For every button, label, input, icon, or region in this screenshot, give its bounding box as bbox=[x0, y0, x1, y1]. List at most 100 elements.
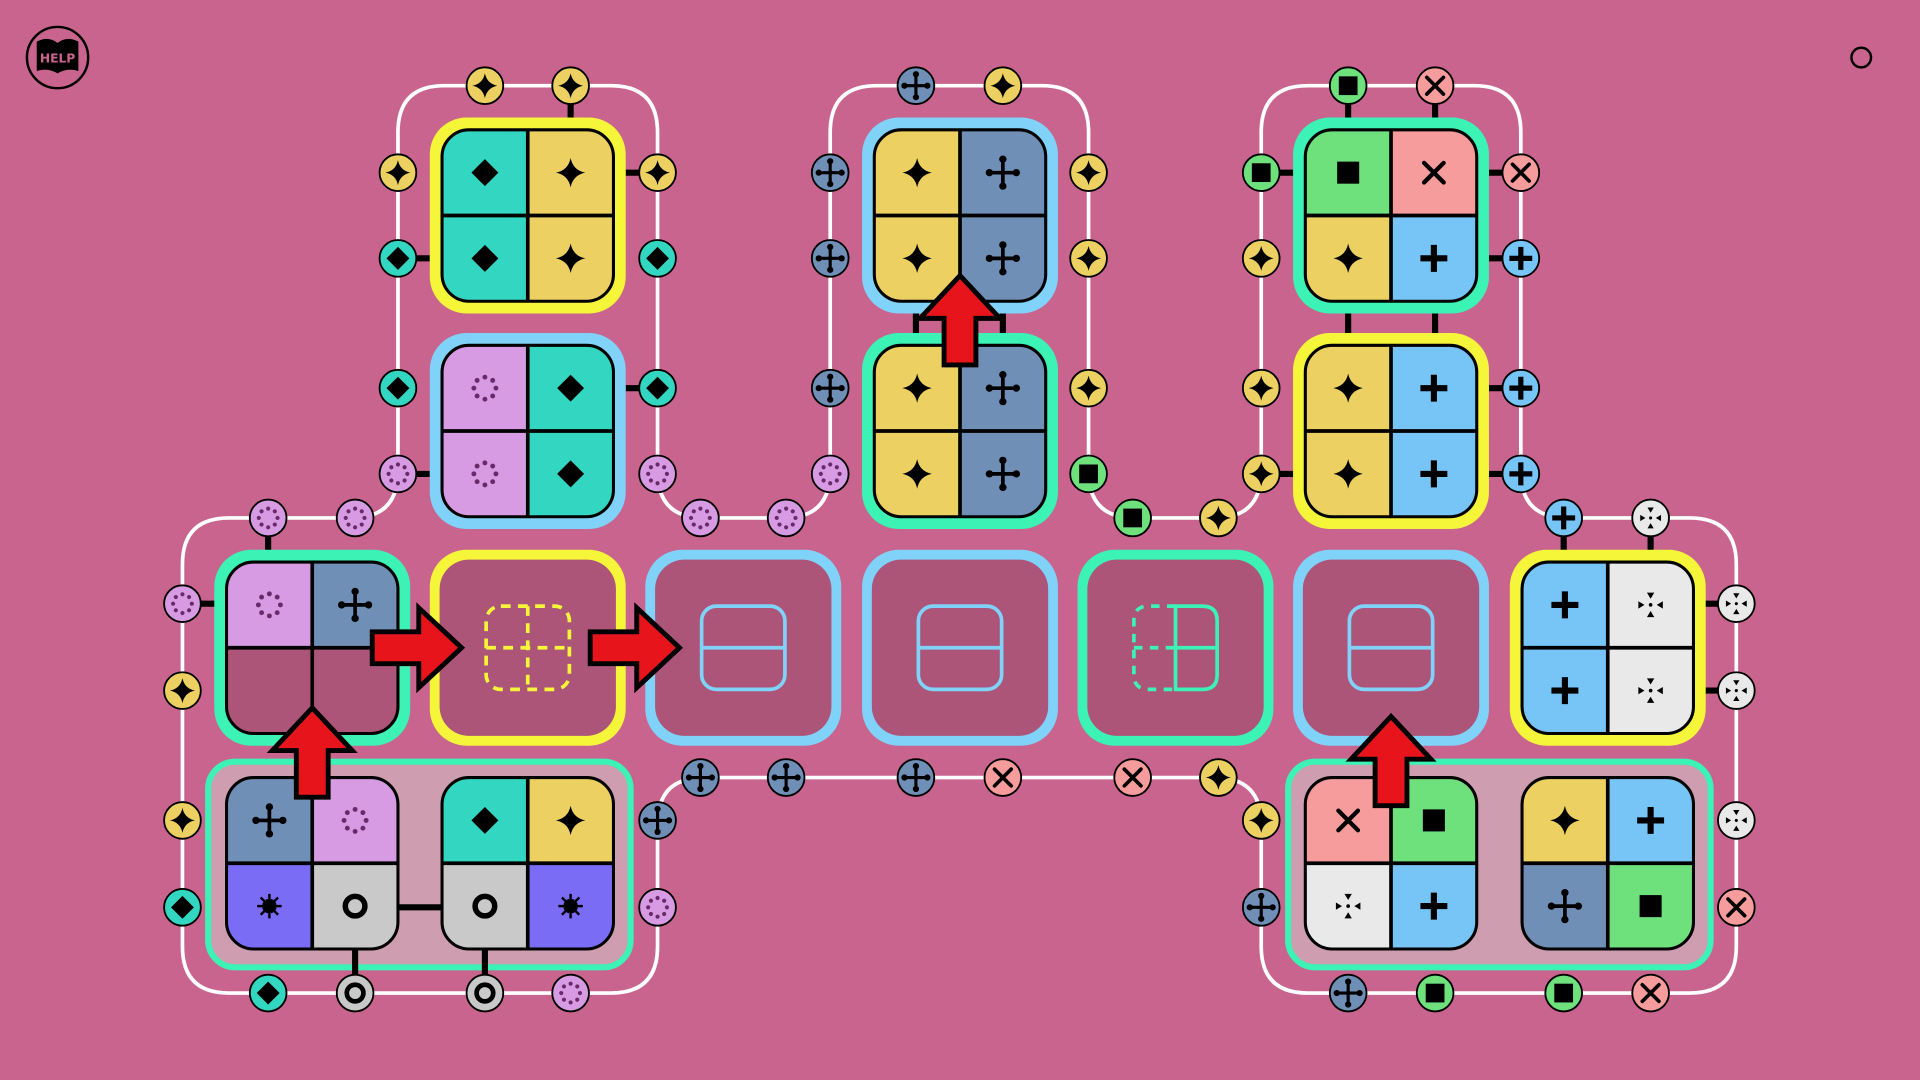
puzzle-piece[interactable] bbox=[1293, 333, 1489, 529]
dotcircle-icon bbox=[471, 374, 499, 402]
puzzle-piece[interactable] bbox=[429, 333, 626, 529]
diamond-icon bbox=[646, 246, 669, 270]
token-diamond[interactable] bbox=[248, 973, 288, 1013]
token-star[interactable] bbox=[1199, 758, 1238, 797]
dots-icon bbox=[1725, 680, 1747, 702]
token-cross[interactable] bbox=[810, 153, 850, 192]
token-plus[interactable] bbox=[1501, 454, 1541, 494]
token-cross[interactable] bbox=[766, 758, 806, 797]
token-square[interactable] bbox=[1544, 973, 1583, 1013]
token-dotcircle[interactable] bbox=[248, 498, 288, 538]
star-icon bbox=[169, 678, 195, 704]
token-dotcircle[interactable] bbox=[638, 888, 677, 927]
token-dots[interactable] bbox=[1631, 498, 1670, 538]
token-dotcircle[interactable] bbox=[163, 584, 202, 623]
puzzle-piece[interactable] bbox=[862, 333, 1058, 529]
token-star[interactable] bbox=[1241, 239, 1281, 278]
x-icon bbox=[1510, 162, 1531, 183]
cross-icon bbox=[1246, 892, 1276, 922]
diamond-icon bbox=[646, 376, 669, 400]
diamond-icon bbox=[557, 460, 585, 488]
empty-slot[interactable] bbox=[429, 549, 626, 746]
token-square[interactable] bbox=[1415, 973, 1455, 1013]
token-cross[interactable] bbox=[1328, 973, 1368, 1013]
token-cross[interactable] bbox=[1241, 888, 1281, 927]
menu-circle-button[interactable] bbox=[1850, 46, 1873, 69]
burst-icon bbox=[257, 893, 282, 919]
token-x[interactable] bbox=[1501, 153, 1541, 192]
token-dotcircle[interactable] bbox=[378, 454, 418, 494]
diamond-icon bbox=[471, 806, 499, 834]
token-diamond[interactable] bbox=[378, 239, 418, 278]
puzzle-piece[interactable] bbox=[862, 117, 1058, 314]
token-star[interactable] bbox=[1069, 368, 1108, 408]
puzzle-piece[interactable] bbox=[429, 117, 626, 314]
token-plus[interactable] bbox=[1501, 239, 1541, 278]
token-cross[interactable] bbox=[896, 66, 936, 106]
plus-icon bbox=[1509, 462, 1533, 486]
token-dots[interactable] bbox=[1717, 584, 1756, 623]
token-diamond[interactable] bbox=[378, 368, 418, 408]
puzzle-piece[interactable] bbox=[214, 549, 411, 746]
empty-slot[interactable] bbox=[645, 549, 842, 746]
token-cross[interactable] bbox=[896, 758, 936, 797]
help-button[interactable]: HELP bbox=[25, 25, 90, 90]
puzzle-piece[interactable] bbox=[1520, 776, 1695, 951]
puzzle-piece[interactable] bbox=[440, 776, 615, 951]
token-dots[interactable] bbox=[1717, 801, 1756, 840]
token-star[interactable] bbox=[1241, 368, 1281, 408]
burst-icon bbox=[558, 893, 583, 919]
token-x[interactable] bbox=[983, 758, 1023, 797]
token-dots[interactable] bbox=[1717, 671, 1756, 710]
token-star[interactable] bbox=[1069, 153, 1108, 192]
token-diamond[interactable] bbox=[638, 239, 677, 278]
puzzle-piece[interactable] bbox=[1303, 776, 1479, 951]
token-star[interactable] bbox=[163, 801, 202, 840]
puzzle-piece[interactable] bbox=[225, 776, 400, 951]
puzzle-piece[interactable] bbox=[1509, 549, 1706, 746]
token-ring[interactable] bbox=[335, 973, 375, 1013]
token-star[interactable] bbox=[551, 66, 590, 106]
star-icon bbox=[169, 807, 195, 833]
token-ring[interactable] bbox=[465, 973, 505, 1013]
token-x[interactable] bbox=[1415, 66, 1455, 106]
empty-slot[interactable] bbox=[862, 549, 1058, 746]
token-dotcircle[interactable] bbox=[335, 498, 375, 538]
token-star[interactable] bbox=[1199, 498, 1238, 538]
token-star[interactable] bbox=[638, 153, 677, 192]
token-square[interactable] bbox=[1069, 454, 1108, 494]
empty-slot[interactable] bbox=[1293, 549, 1489, 746]
token-cross[interactable] bbox=[638, 801, 677, 840]
token-cross[interactable] bbox=[810, 239, 850, 278]
token-x[interactable] bbox=[1631, 973, 1670, 1013]
plus-icon bbox=[1509, 376, 1533, 400]
puzzle-piece[interactable] bbox=[1293, 117, 1489, 314]
token-square[interactable] bbox=[1241, 153, 1281, 192]
token-dotcircle[interactable] bbox=[638, 454, 677, 494]
token-dotcircle[interactable] bbox=[810, 454, 850, 494]
token-star[interactable] bbox=[983, 66, 1023, 106]
token-star[interactable] bbox=[378, 153, 418, 192]
token-star[interactable] bbox=[1241, 801, 1281, 840]
star-icon bbox=[558, 73, 584, 99]
token-dotcircle[interactable] bbox=[551, 973, 590, 1013]
token-square[interactable] bbox=[1328, 66, 1368, 106]
token-x[interactable] bbox=[1113, 758, 1152, 797]
token-star[interactable] bbox=[163, 671, 202, 710]
token-cross[interactable] bbox=[681, 758, 720, 797]
token-star[interactable] bbox=[1069, 239, 1108, 278]
token-dotcircle[interactable] bbox=[766, 498, 806, 538]
token-diamond[interactable] bbox=[163, 888, 202, 927]
empty-slot[interactable] bbox=[1077, 549, 1274, 746]
token-square[interactable] bbox=[1113, 498, 1152, 538]
token-star[interactable] bbox=[465, 66, 505, 106]
token-star[interactable] bbox=[1241, 454, 1281, 494]
token-diamond[interactable] bbox=[638, 368, 677, 408]
arrow-up-icon bbox=[914, 272, 1006, 368]
token-x[interactable] bbox=[1717, 888, 1756, 927]
cross-icon bbox=[252, 803, 287, 838]
token-plus[interactable] bbox=[1501, 368, 1541, 408]
token-dotcircle[interactable] bbox=[681, 498, 720, 538]
token-cross[interactable] bbox=[810, 368, 850, 408]
token-plus[interactable] bbox=[1544, 498, 1583, 538]
